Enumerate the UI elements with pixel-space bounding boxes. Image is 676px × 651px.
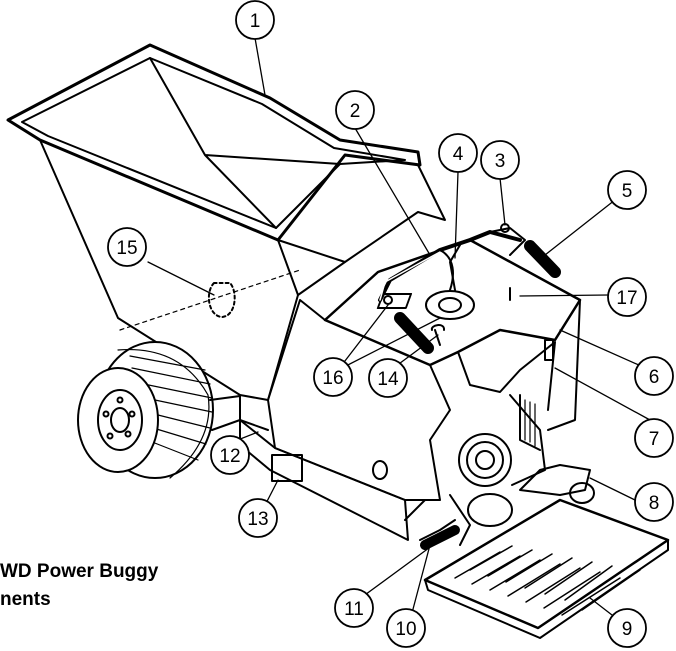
hopper: [6, 43, 446, 401]
housing-top: [323, 238, 582, 367]
svg-text:2: 2: [350, 101, 361, 122]
svg-text:12: 12: [219, 446, 240, 467]
svg-text:8: 8: [649, 493, 660, 514]
callout-7: 7: [634, 418, 674, 458]
frame-rail: [209, 395, 269, 431]
engine: [458, 394, 546, 527]
hopper-hidden-line: [119, 269, 301, 331]
callout-12: 12: [210, 435, 250, 475]
svg-text:1: 1: [250, 11, 261, 32]
tire-tread: [117, 348, 213, 479]
wheel: [77, 341, 214, 479]
foot-platform: [423, 498, 670, 639]
svg-text:11: 11: [344, 599, 364, 620]
callout-9: 9: [607, 608, 647, 648]
hose: [404, 494, 471, 546]
wheel-rim-outer: [77, 367, 159, 473]
callout-3: 3: [480, 140, 520, 180]
fill-opening-inner: [438, 297, 462, 313]
cooling-fins: [524, 399, 536, 447]
hopper-rim: [6, 43, 422, 242]
callout-16: 16: [313, 357, 353, 397]
engine-pulley: [467, 493, 513, 527]
callout-4: 4: [438, 133, 478, 173]
lever-bracket: [489, 227, 526, 256]
svg-text:14: 14: [377, 369, 399, 390]
grip-right: [524, 240, 561, 278]
hopper-handle-slot: [207, 282, 236, 318]
svg-text:16: 16: [322, 368, 343, 389]
svg-text:7: 7: [649, 429, 660, 450]
svg-text:17: 17: [616, 288, 637, 309]
housing-vent: [372, 460, 388, 480]
svg-text:15: 15: [116, 238, 137, 259]
callout-10: 10: [386, 608, 426, 648]
svg-text:4: 4: [453, 144, 464, 165]
callout-14: 14: [368, 358, 408, 398]
housing-right-side: [547, 299, 581, 431]
engine-housing: [267, 238, 582, 501]
hopper-inner-walls: [149, 57, 341, 229]
callout-17: 17: [607, 277, 647, 317]
callout-13: 13: [238, 498, 278, 538]
svg-text:10: 10: [395, 619, 416, 640]
bottom-grip: [420, 525, 460, 550]
platform-edge: [424, 539, 669, 639]
svg-text:6: 6: [649, 367, 660, 388]
svg-text:3: 3: [495, 151, 506, 172]
svg-text:9: 9: [622, 619, 633, 640]
callout-11: 11: [334, 588, 374, 628]
callout-2: 2: [335, 90, 375, 130]
dump-lever: [430, 324, 445, 346]
wheel-hub: [110, 407, 130, 433]
caption-line-1: WD Power Buggy: [0, 561, 159, 582]
housing-panel: [457, 341, 556, 411]
hopper-side-crease: [277, 239, 346, 296]
latch: [544, 339, 554, 361]
callout-8: 8: [634, 482, 674, 522]
svg-text:5: 5: [622, 181, 633, 202]
caption-line-2: nents: [0, 589, 51, 610]
frame-foot: [271, 454, 303, 482]
fill-opening: [425, 290, 475, 320]
callout-6: 6: [634, 356, 674, 396]
controls: [378, 223, 595, 550]
throttle-lever: [449, 244, 461, 291]
svg-text:13: 13: [247, 509, 268, 530]
platform-slots: [454, 545, 641, 616]
hitch: [519, 464, 591, 496]
callout-5: 5: [607, 170, 647, 210]
callout-15: 15: [107, 227, 147, 267]
lug-nuts: [102, 396, 136, 440]
grip-left: [394, 312, 434, 354]
hopper-rim-inner: [21, 57, 406, 229]
wheel-rim-inner: [97, 389, 143, 451]
housing-front: [267, 299, 451, 501]
callout-1: 1: [235, 0, 275, 40]
control-cable: [439, 249, 454, 291]
